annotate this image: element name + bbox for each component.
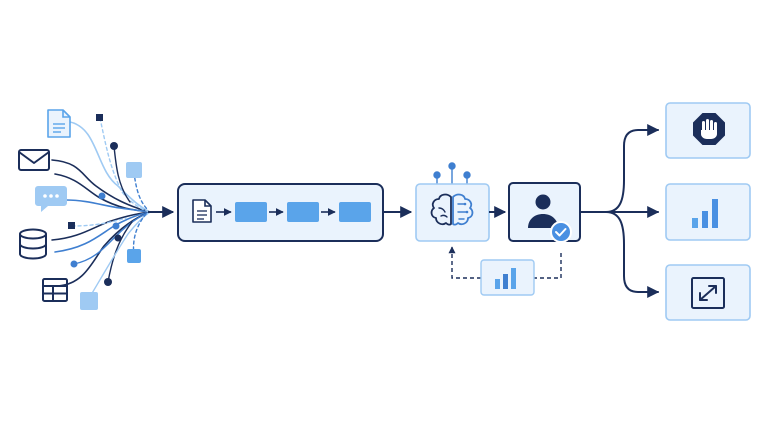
connector-line bbox=[65, 199, 151, 213]
pipeline-stage-2 bbox=[287, 202, 319, 222]
source-database-icon bbox=[19, 228, 47, 260]
node-dot bbox=[104, 278, 112, 286]
brain-circuit-icon bbox=[430, 193, 474, 226]
stop-hand-icon bbox=[693, 113, 725, 145]
node-dot bbox=[110, 142, 118, 150]
connector-line bbox=[99, 117, 151, 213]
node-square bbox=[96, 114, 103, 121]
connector-line bbox=[71, 217, 127, 227]
source-nodes bbox=[68, 114, 142, 310]
source-connectors bbox=[51, 117, 151, 301]
source-chat-bubble-icon bbox=[35, 186, 67, 212]
node-dot bbox=[70, 260, 78, 268]
node-square bbox=[127, 249, 141, 263]
node-square bbox=[126, 162, 142, 178]
node-dot bbox=[112, 222, 120, 230]
source-document-icon bbox=[47, 109, 71, 138]
node-square bbox=[80, 292, 98, 310]
pipeline-box bbox=[177, 183, 384, 242]
person-check-icon bbox=[528, 194, 572, 243]
node-dot bbox=[98, 192, 106, 200]
feedback-loop-line bbox=[448, 246, 481, 279]
connector-line bbox=[133, 171, 149, 211]
source-envelope-icon bbox=[18, 149, 50, 171]
outcome-branches bbox=[579, 124, 660, 298]
node-dot bbox=[114, 234, 122, 242]
feedback-bar-chart-icon bbox=[495, 268, 516, 289]
connector-line bbox=[51, 159, 151, 213]
connector-line bbox=[107, 221, 133, 283]
pipeline-stage-3 bbox=[339, 202, 371, 222]
connector-line bbox=[113, 145, 131, 203]
feedback-loop-line bbox=[534, 253, 562, 279]
bar-chart-icon bbox=[692, 199, 718, 228]
source-table-icon bbox=[42, 278, 68, 302]
expand-arrows-icon bbox=[691, 277, 725, 309]
document-icon bbox=[192, 199, 212, 223]
pipeline-stage-1 bbox=[235, 202, 267, 222]
connector-line bbox=[69, 121, 151, 213]
node-square bbox=[68, 222, 75, 229]
